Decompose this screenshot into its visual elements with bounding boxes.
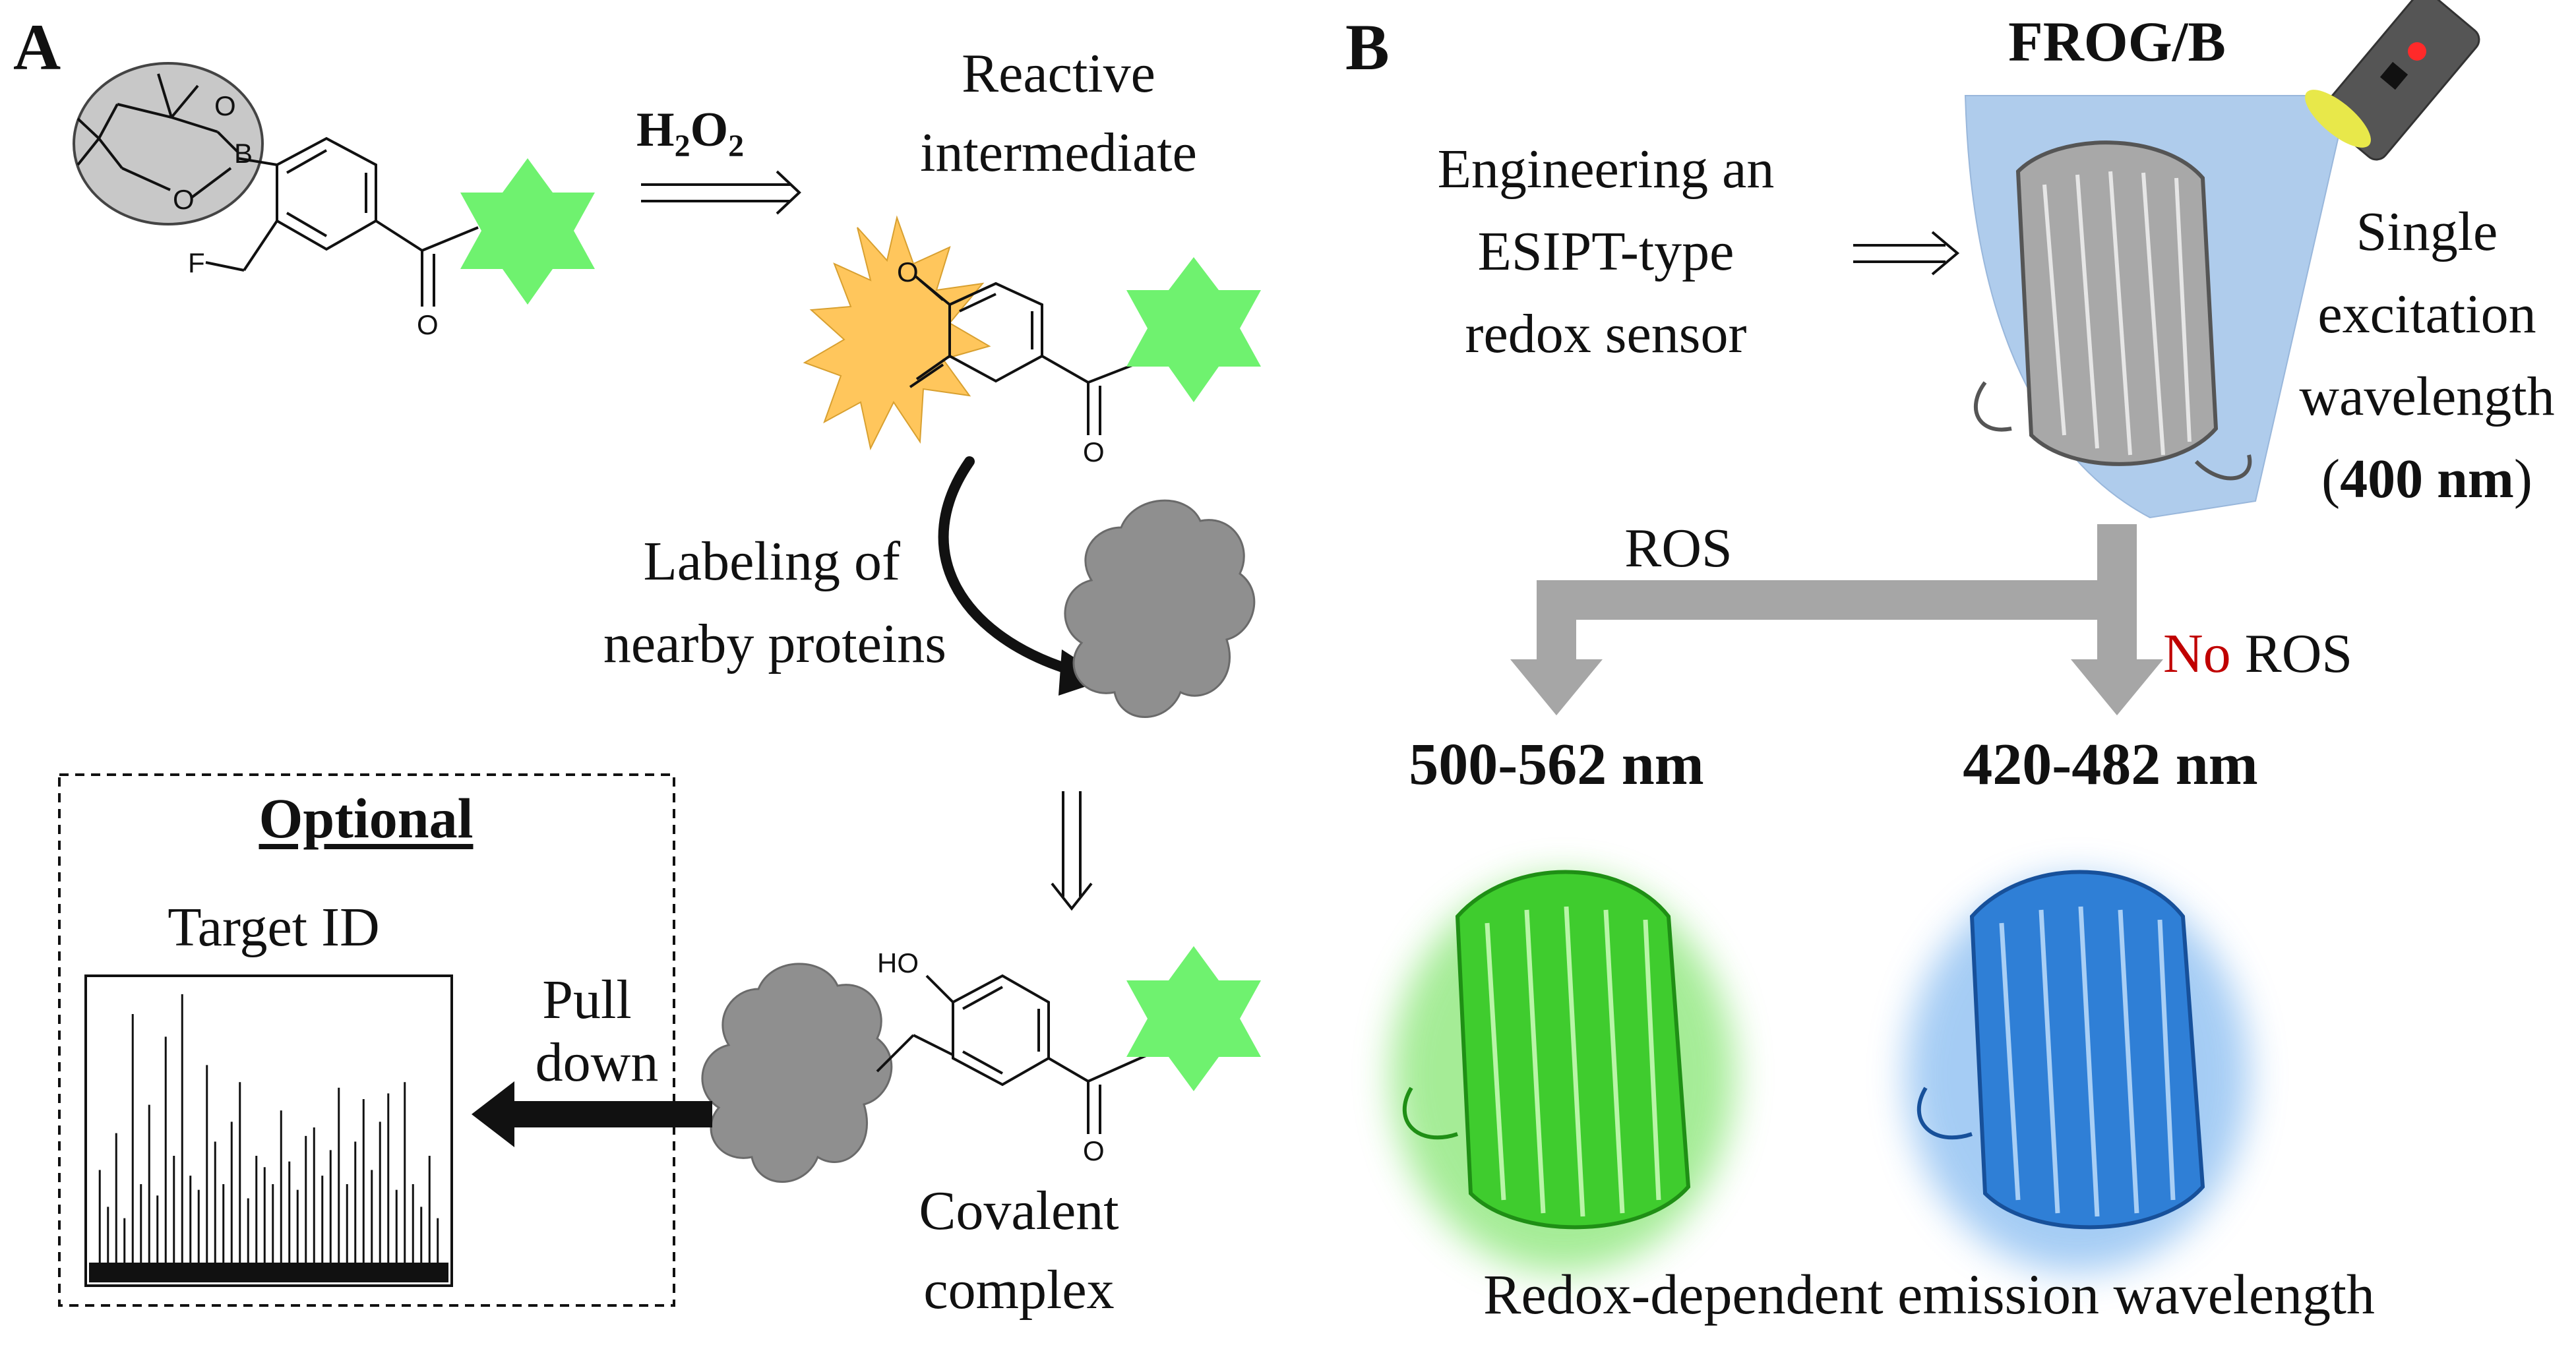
optional-box — [58, 773, 675, 1307]
blue-range-label: 420-482 nm — [1963, 732, 2258, 797]
panel-b-label: B — [1345, 11, 1390, 84]
star-fluorophore-2 — [1126, 257, 1261, 402]
star-fluorophore-1 — [460, 158, 595, 305]
target-id-label: Target ID — [168, 897, 380, 958]
atom-o-carbonyl-1: O — [417, 309, 439, 340]
atom-o-bottom: O — [173, 184, 195, 215]
covalent-adduct-molecule — [876, 974, 1148, 1134]
star-fluorophore-3 — [1126, 946, 1261, 1091]
excitation-line2: excitation — [2317, 284, 2536, 345]
pulldown-label-line1: Pull — [542, 969, 632, 1031]
pulldown-arrow-head — [472, 1081, 514, 1147]
covalent-label-line2: complex — [923, 1259, 1115, 1321]
pulldown-arrow-shaft — [514, 1101, 712, 1127]
h2o2-label: H2O2 — [636, 103, 745, 164]
green-range-label: 500-562 nm — [1409, 732, 1704, 797]
atom-ho: HO — [877, 947, 919, 978]
spectrum-baseline — [89, 1263, 448, 1282]
optional-title: Optional — [259, 787, 474, 850]
atom-f: F — [188, 247, 205, 278]
no-ros-label: No ROS — [2163, 623, 2353, 684]
blue-fluorescent-protein — [1906, 870, 2249, 1272]
frog-b-protein — [1973, 140, 2252, 481]
atom-o-quinone: O — [897, 256, 919, 287]
engineering-arrow — [1853, 231, 1960, 276]
quinone-methide-molecule — [909, 274, 1148, 435]
h2o2-arrow — [641, 170, 801, 215]
intermediate-label-line1: Reactive — [962, 43, 1155, 104]
excitation-line3: wavelength — [2299, 366, 2555, 427]
ros-label: ROS — [1624, 518, 1733, 579]
caption: Redox-dependent emission wavelength — [1483, 1263, 2375, 1326]
mass-spectrum — [98, 994, 439, 1269]
reactive-burst — [803, 215, 991, 450]
atom-o-carbonyl-3: O — [1083, 1135, 1105, 1166]
intermediate-label-line2: intermediate — [920, 122, 1197, 183]
engineering-line2: ESIPT-type — [1477, 221, 1734, 282]
starting-probe-molecule — [77, 73, 479, 307]
engineering-line1: Engineering an — [1437, 138, 1775, 200]
covalent-label-line1: Covalent — [919, 1180, 1119, 1242]
spectrum-frame — [84, 974, 453, 1287]
flashlight-icon — [2305, 0, 2480, 161]
excitation-line1: Single — [2356, 201, 2498, 262]
panel-a-label: A — [13, 11, 61, 84]
atom-b: B — [234, 138, 253, 169]
protein-cloud-2 — [701, 963, 893, 1183]
engineering-line3: redox sensor — [1465, 303, 1747, 365]
atom-o-top: O — [214, 90, 236, 121]
labeling-label-line1: Labeling of — [643, 531, 900, 592]
atom-o-carbonyl-2: O — [1083, 436, 1105, 467]
labeling-label-line2: nearby proteins — [603, 613, 946, 674]
excitation-value: (400 nm) — [2321, 448, 2532, 510]
labeling-arrow — [938, 456, 1074, 674]
green-fluorescent-protein — [1392, 870, 1734, 1272]
protein-cloud-1 — [1064, 499, 1256, 718]
down-arrow — [1051, 791, 1093, 911]
ros-branch-arrows — [1510, 524, 2163, 715]
pulldown-label-line2: down — [535, 1032, 659, 1093]
boronate-ester-highlight — [73, 62, 264, 225]
sensor-name: FROG/B — [2008, 10, 2226, 73]
